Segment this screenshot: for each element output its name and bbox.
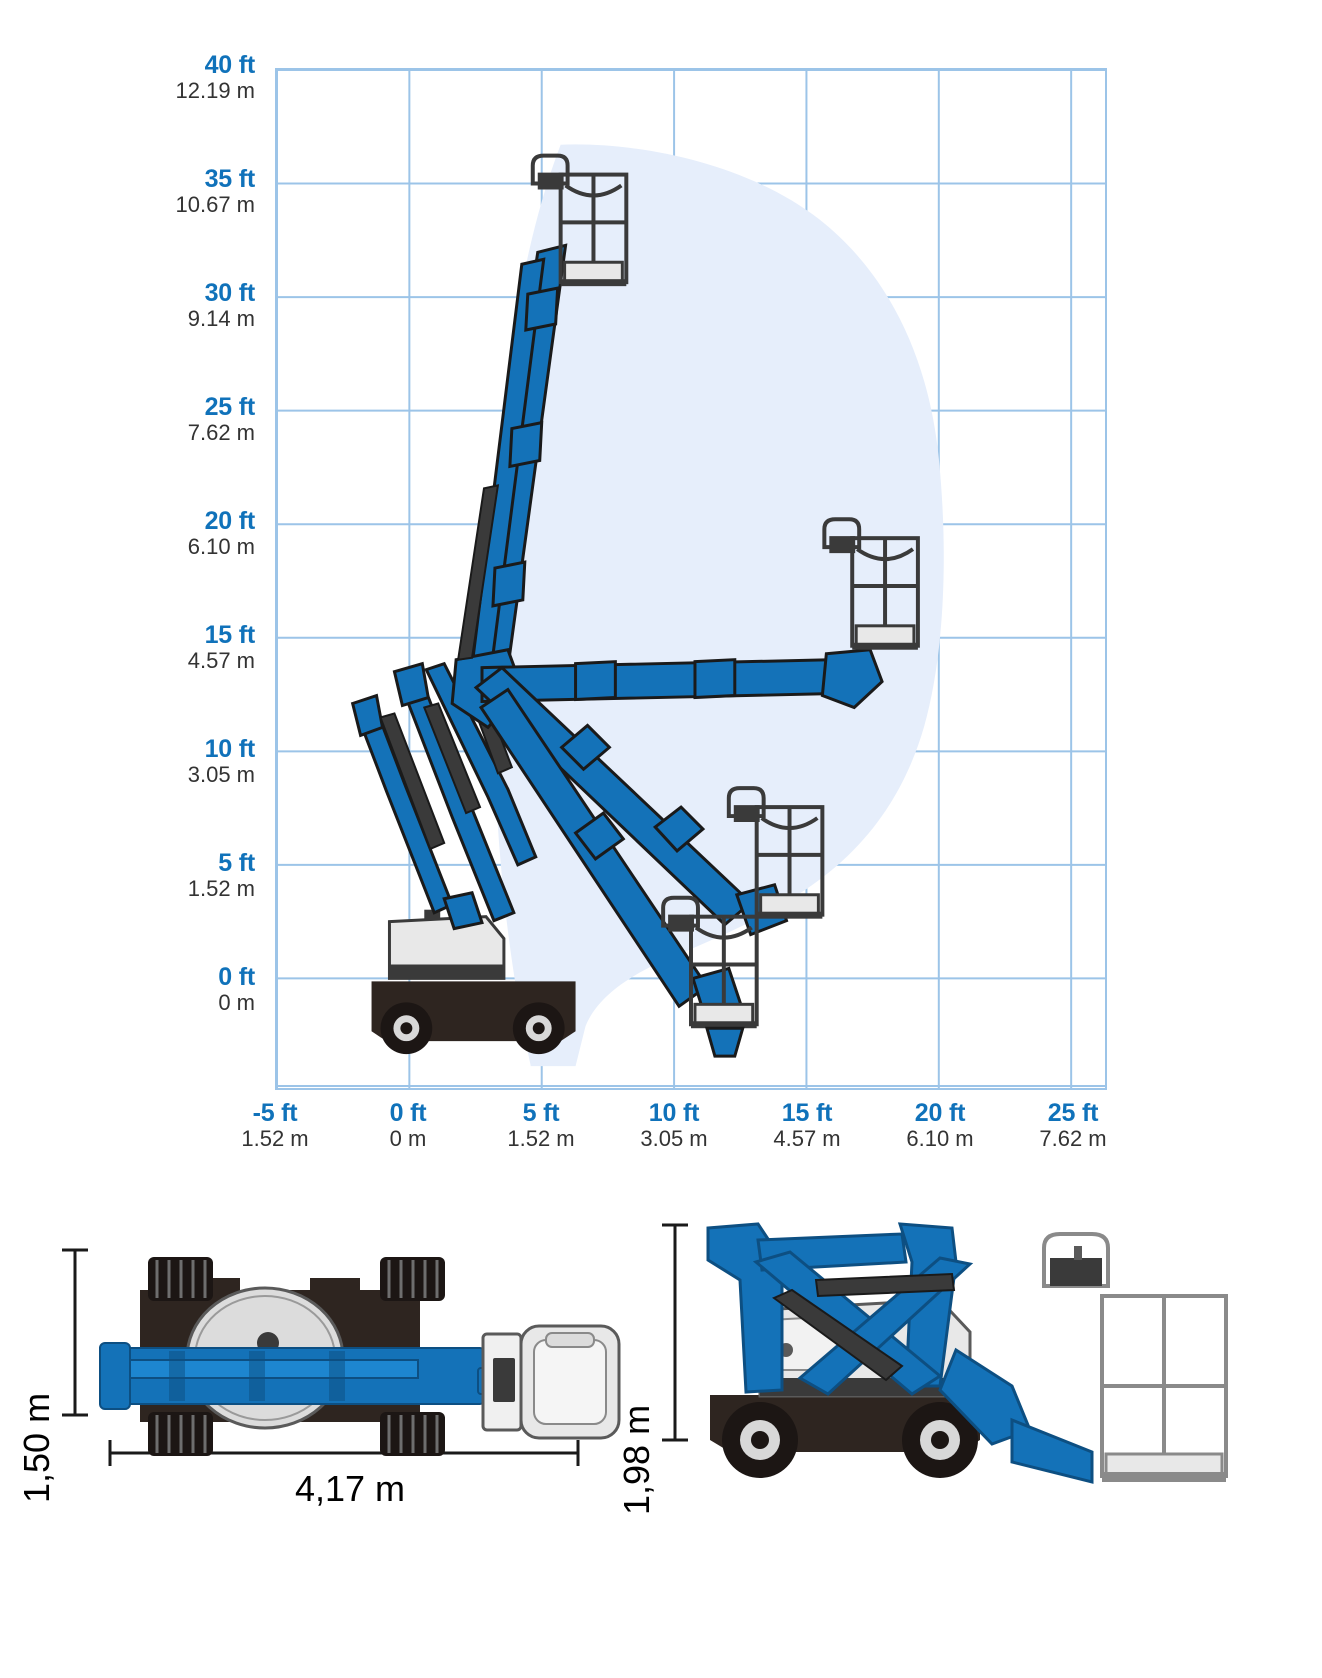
y-tick-40: 40 ft 12.19 m [105,51,256,104]
y-tick-label-ft: 15 ft [204,621,256,649]
y-tick-label-ft: 20 ft [204,507,256,535]
x-tick-label-ft: 20 ft [914,1099,966,1127]
y-tick-label-m: 12.19 m [175,78,256,104]
height-dimension-line [62,1248,88,1417]
y-tick-label-ft: 30 ft [204,279,256,307]
boom-lift-illustrations [350,153,920,1058]
platform-basket-ground [661,895,759,1058]
x-tick-label-m: 3.05 m [640,1126,708,1152]
y-tick-label-m: 9.14 m [187,306,255,332]
x-tick-20: 20 ft 6.10 m [875,1099,1005,1152]
y-tick-label-m: 6.10 m [187,534,255,560]
platform-basket-side [1042,1232,1228,1482]
x-tick-label-m: 0 m [389,1126,427,1152]
height-dimension-line [662,1223,688,1442]
y-axis-labels: 40 ft 12.19 m 35 ft 10.67 m 30 ft 9.14 m… [95,0,256,1100]
x-tick-0: 0 ft 0 m [343,1099,473,1152]
plot-area [275,68,1107,1090]
chassis-side [710,1395,980,1478]
y-tick-label-m: 0 m [218,990,255,1016]
x-tick-label-m: 1.52 m [241,1126,309,1152]
side-view-height-dim-label: 1,98 m [616,1404,657,1515]
x-tick-label-m: 6.10 m [906,1126,974,1152]
top-view-panel: 1,50 m [0,1200,640,1678]
y-tick-label-m: 3.05 m [187,762,255,788]
top-view-width-dim-label: 1,50 m [16,1392,57,1503]
x-tick-label-ft: 25 ft [1047,1099,1099,1127]
y-tick-10: 10 ft 3.05 m [105,735,256,788]
boom-cylinders-side [772,1272,956,1382]
y-tick-label-ft: 40 ft [204,51,256,79]
boom-horizontal [480,648,884,710]
y-tick-label-ft: 0 ft [218,963,255,991]
boom-plan [99,1342,539,1410]
top-view-length-dim-label: 4,17 m [294,1468,406,1509]
x-tick-15: 15 ft 4.57 m [742,1099,872,1152]
y-tick-20: 20 ft 6.10 m [105,507,256,560]
x-axis-labels: -5 ft 1.52 m 0 ft 0 m 5 ft 1.52 m 10 ft … [241,1099,1107,1180]
x-tick-5: 5 ft 1.52 m [476,1099,606,1152]
x-tick-label-m: 4.57 m [773,1126,841,1152]
y-tick-label-ft: 35 ft [204,165,256,193]
x-tick-label-ft: 0 ft [389,1099,427,1127]
y-tick-label-ft: 5 ft [218,849,255,877]
y-tick-25: 25 ft 7.62 m [105,393,256,446]
y-tick-label-m: 10.67 m [175,192,256,218]
x-tick-label-ft: 5 ft [522,1099,560,1127]
x-tick-label-ft: 10 ft [648,1099,700,1127]
boom-riser-lower [350,693,484,931]
y-tick-30: 30 ft 9.14 m [105,279,256,332]
platform-basket-high [530,153,629,287]
side-view-panel: 1,98 m [616,1200,1322,1678]
y-tick-label-m: 7.62 m [187,420,255,446]
boom-upper-vertical [450,243,568,730]
y-tick-15: 15 ft 4.57 m [105,621,256,674]
y-tick-5: 5 ft 1.52 m [105,849,255,902]
boom-upper-cylinder [456,484,500,661]
x-tick-minus5: -5 ft 1.52 m [210,1099,340,1152]
y-tick-label-ft: 25 ft [204,393,256,421]
working-envelope-chart: 40 ft 12.19 m 35 ft 10.67 m 30 ft 9.14 m… [95,0,1107,1180]
x-tick-label-m: 1.52 m [507,1126,575,1152]
machine-chassis [371,909,576,1055]
y-tick-label-m: 4.57 m [187,648,255,674]
wheels-plan [148,1257,445,1456]
x-tick-25: 25 ft 7.62 m [1008,1099,1138,1152]
y-tick-label-m: 1.52 m [187,876,255,902]
platform-basket-mid-right [822,517,920,650]
dimension-views: 1,50 m [0,1200,1322,1678]
x-tick-label-m: 7.62 m [1039,1126,1107,1152]
top-view-drawing [62,1248,621,1466]
y-tick-0: 0 ft 0 m [105,963,255,1016]
y-tick-label-ft: 10 ft [204,735,256,763]
platform-plan [481,1324,621,1440]
x-tick-10: 10 ft 3.05 m [609,1099,739,1152]
x-tick-label-ft: 15 ft [781,1099,833,1127]
side-view-drawing [662,1222,1228,1484]
boom-riser-mid [392,661,516,923]
x-tick-label-ft: -5 ft [252,1099,298,1127]
y-tick-35: 35 ft 10.67 m [105,165,256,218]
boom-riser-upper [424,661,538,867]
platform-basket-low-right [726,786,825,919]
